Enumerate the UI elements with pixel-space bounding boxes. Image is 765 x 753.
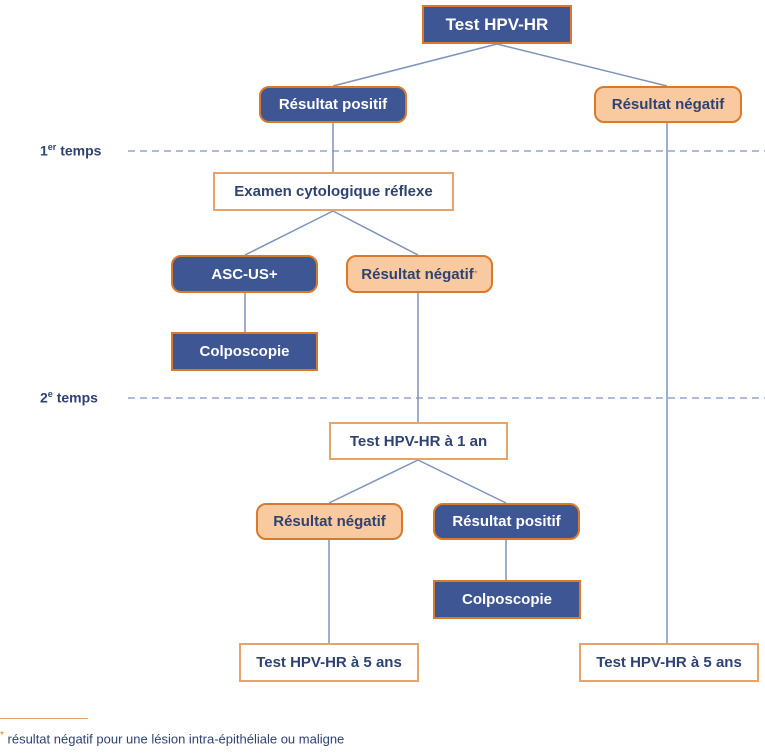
root-test-node: Test HPV-HR [422, 5, 572, 44]
colposcopy-node-1: Colposcopie [171, 332, 318, 371]
footnote-divider [0, 718, 88, 719]
positive-result-node-2: Résultat positif [433, 503, 580, 540]
colposcopy-label-2: Colposcopie [461, 591, 552, 608]
negative-result-node-2: Résultat négatif [256, 503, 403, 540]
negative-result-label: Résultat négatif [611, 96, 725, 113]
positive-result-label: Résultat positif [278, 96, 388, 113]
phase2-label: 2e temps [40, 389, 98, 406]
asterisk-mark: * [473, 268, 478, 280]
phase2-text: temps [52, 389, 98, 406]
footnote-asterisk: * [0, 730, 4, 741]
test-5-years-label-left: Test HPV-HR à 5 ans [256, 654, 402, 671]
ascus-label: ASC-US+ [211, 265, 278, 283]
ascus-node: ASC-US+ [171, 255, 318, 293]
phase1-sup: er [47, 142, 57, 152]
colposcopy-node-2: Colposcopie [433, 580, 581, 619]
phase1-label: 1er temps [40, 142, 102, 159]
positive-result-label-2: Résultat positif [452, 513, 561, 530]
test-5-years-node-right: Test HPV-HR à 5 ans [579, 643, 759, 682]
cytology-negative-label: Résultat négatif [361, 265, 474, 283]
footnote-text: résultat négatif pour une lésion intra-é… [3, 731, 345, 747]
root-test-label: Test HPV-HR [445, 14, 549, 34]
positive-result-node: Résultat positif [259, 86, 407, 123]
test-1-year-node: Test HPV-HR à 1 an [329, 422, 508, 460]
phase2-sup: e [47, 389, 53, 399]
cytology-node: Examen cytologique réflexe [213, 172, 454, 211]
test-5-years-label-right: Test HPV-HR à 5 ans [596, 654, 742, 671]
cytology-label: Examen cytologique réflexe [234, 183, 433, 200]
footnote: * résultat négatif pour une lésion intra… [0, 730, 344, 746]
negative-result-node: Résultat négatif [594, 86, 742, 123]
cytology-negative-node: Résultat négatif* [346, 255, 493, 293]
test-5-years-node-left: Test HPV-HR à 5 ans [239, 643, 419, 682]
negative-result-label-2: Résultat négatif [273, 513, 386, 530]
test-1-year-label: Test HPV-HR à 1 an [349, 432, 488, 450]
colposcopy-label-1: Colposcopie [199, 343, 290, 360]
phase1-text: temps [56, 142, 102, 159]
